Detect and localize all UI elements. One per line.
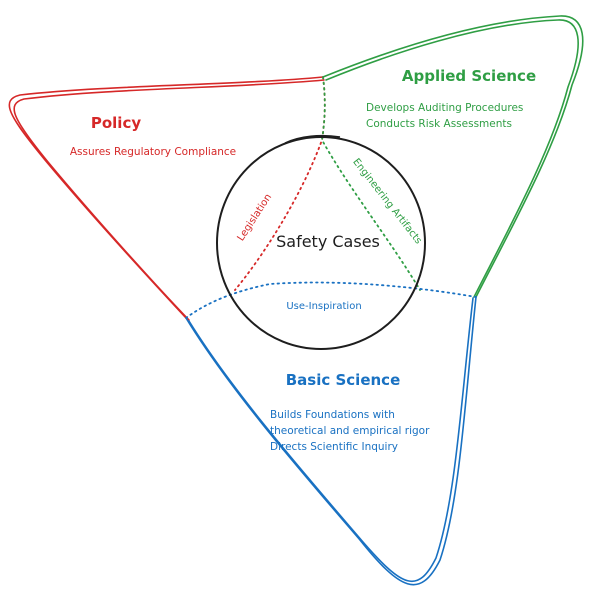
use-inspiration-label: Use-Inspiration [286, 301, 361, 312]
basic-science-line-1: Builds Foundations with [270, 409, 395, 421]
basic-science-title: Basic Science [286, 371, 401, 389]
safety-cases-circle [216, 134, 426, 350]
basic-science-region-outline [185, 296, 477, 586]
applied-science-title: Applied Science [402, 67, 536, 85]
blue-dotted-boundary [185, 281, 477, 319]
policy-description: Assures Regulatory Compliance [70, 146, 236, 158]
applied-science-line-2: Conducts Risk Assessments [366, 118, 512, 130]
basic-science-line-2: theoretical and empirical rigor [270, 425, 430, 437]
center-label: Safety Cases [276, 232, 380, 251]
applied-science-line-1: Develops Auditing Procedures [366, 102, 523, 114]
applied-science-region-outline [322, 15, 584, 298]
legislation-label: Legislation [236, 192, 275, 243]
policy-region-outline [8, 76, 325, 321]
policy-title: Policy [91, 114, 141, 132]
basic-science-line-3: Directs Scientific Inquiry [270, 441, 398, 453]
green-dotted-boundary [321, 76, 421, 291]
red-dotted-boundary [234, 76, 326, 291]
